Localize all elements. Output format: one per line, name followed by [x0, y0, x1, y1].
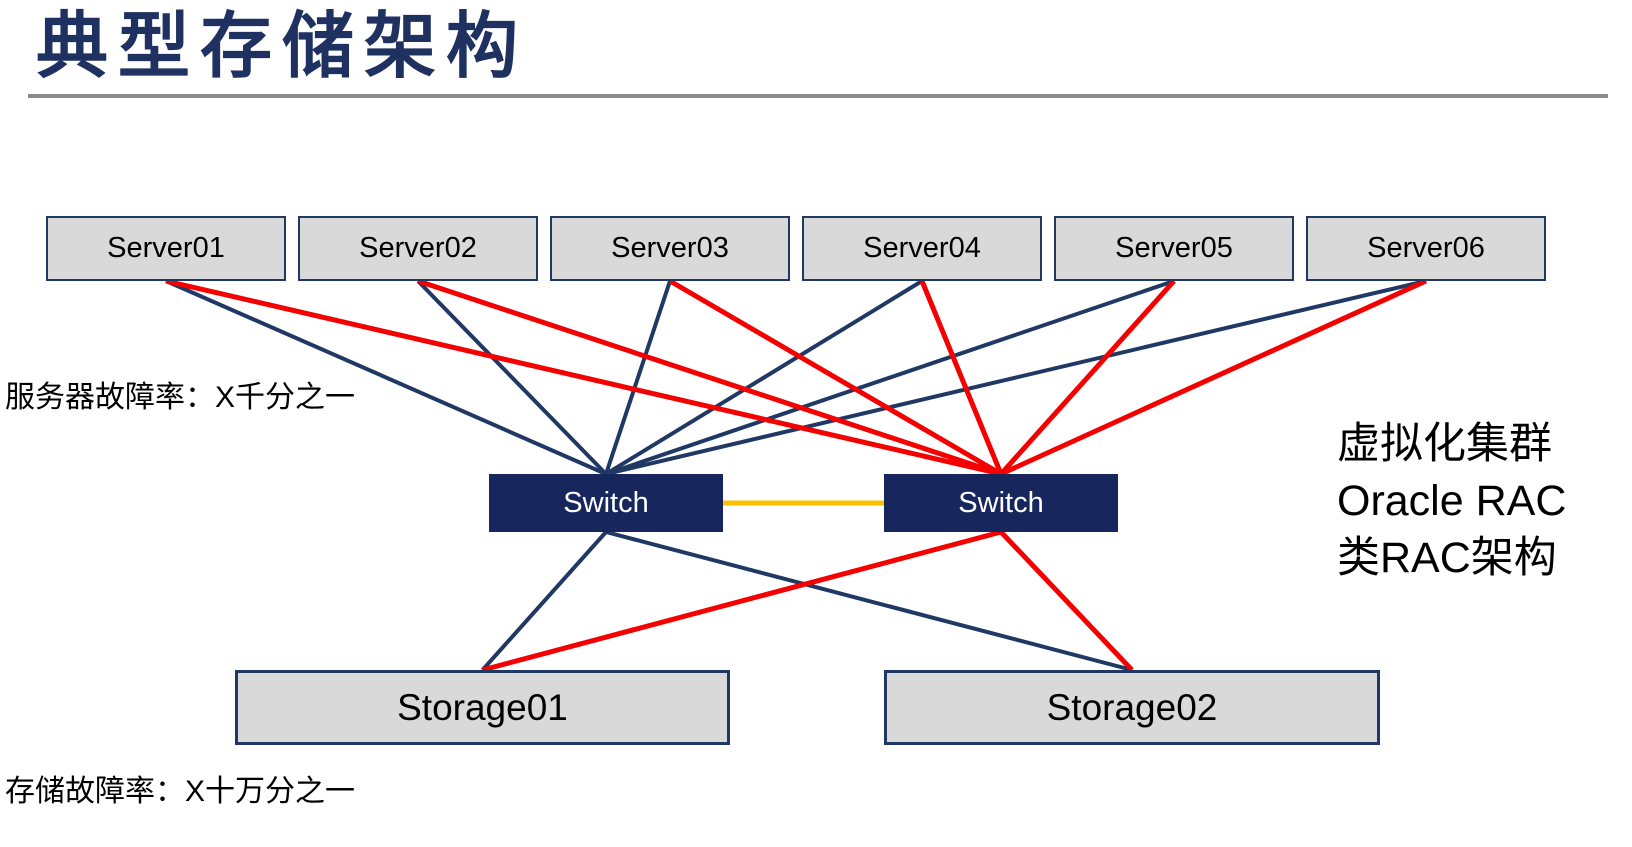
connection-line-navy	[165, 279, 607, 476]
switch-b-box: Switch	[884, 474, 1118, 532]
page-title: 典型存储架构	[36, 7, 529, 87]
connection-line-red	[481, 529, 1002, 673]
connection-line-red	[919, 280, 1004, 475]
switch-a-box: Switch	[489, 474, 723, 532]
connection-line-red	[668, 278, 1003, 477]
connection-line-navy	[604, 279, 924, 476]
connection-line-navy	[481, 530, 608, 672]
connection-line-navy	[605, 279, 1175, 476]
connection-line-navy	[605, 279, 1427, 476]
server04-box: Server04	[802, 216, 1042, 281]
connection-line-red	[165, 278, 1002, 477]
server06-box: Server06	[1306, 216, 1546, 281]
connection-line-navy	[416, 279, 608, 476]
connection-line-navy	[604, 280, 672, 475]
cluster-note-line-3: 类RAC架构	[1337, 534, 1557, 582]
connection-line-navy	[605, 530, 1133, 672]
title-underline	[28, 94, 1608, 98]
cluster-note-line-1: 虚拟化集群	[1337, 420, 1552, 468]
server01-box: Server01	[46, 216, 286, 281]
connection-line-red	[999, 530, 1134, 672]
server05-box: Server05	[1054, 216, 1294, 281]
connection-line-red	[999, 278, 1428, 477]
server02-box: Server02	[298, 216, 538, 281]
connection-line-red	[999, 279, 1176, 476]
storage01-box: Storage01	[235, 670, 730, 745]
server-failure-rate-label: 服务器故障率：X千分之一	[5, 381, 356, 414]
cluster-note: 虚拟化集群 Oracle RAC 类RAC架构	[1337, 416, 1566, 587]
storage-failure-rate-label: 存储故障率：X十万分之一	[5, 775, 356, 808]
cluster-note-line-2: Oracle RAC	[1337, 477, 1567, 525]
server03-box: Server03	[550, 216, 790, 281]
connection-line-red	[417, 278, 1002, 477]
storage02-box: Storage02	[884, 670, 1380, 745]
